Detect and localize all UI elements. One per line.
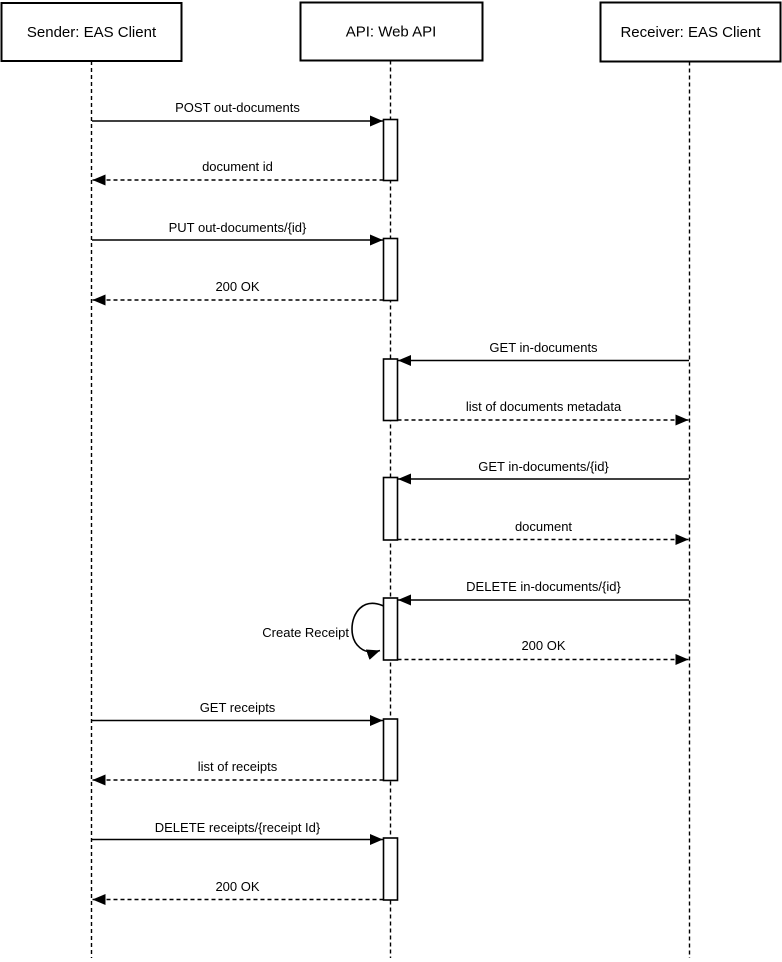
message-get-in-documents-id: GET in-documents/{id} (398, 459, 689, 485)
message-return-document-id: document id (92, 159, 384, 186)
message-label: document (515, 519, 572, 534)
activation-bar-4 (382, 476, 399, 541)
message-post-out-documents: POST out-documents (92, 100, 383, 127)
self-loop-arrow (351, 602, 384, 660)
message-return-list-of-documents-metadata: list of documents metadata (397, 399, 689, 426)
message-label: GET in-documents/{id} (478, 459, 609, 474)
message-label: DELETE in-documents/{id} (466, 579, 621, 594)
message-label: list of receipts (198, 759, 278, 774)
actor-receiver-label: Receiver: EAS Client (620, 24, 761, 41)
activation-bar-1 (382, 118, 399, 182)
activation-bar-3 (382, 358, 399, 422)
message-get-receipts: GET receipts (92, 700, 383, 726)
activation-bar-6 (382, 718, 399, 782)
message-return-list-of-receipts: list of receipts (92, 759, 384, 786)
actor-receiver: Receiver: EAS Client (599, 1, 782, 63)
actor-sender-box (0, 2, 183, 62)
message-delete-in-documents-id: DELETE in-documents/{id} (398, 579, 689, 606)
message-label: 200 OK (215, 279, 259, 294)
actor-sender-label: Sender: EAS Client (27, 24, 157, 41)
activation-bar-2 (382, 237, 399, 302)
message-self-create-receipt: Create Receipt (262, 602, 384, 660)
message-label: 200 OK (215, 879, 259, 894)
actor-api: API: Web API (299, 1, 484, 62)
message-label: list of documents metadata (466, 399, 622, 414)
activation-bar-7 (382, 837, 399, 901)
message-put-out-documents-id: PUT out-documents/{id} (92, 220, 383, 246)
message-return-document: document (397, 519, 689, 545)
message-label: POST out-documents (175, 100, 300, 115)
message-label: GET receipts (200, 700, 276, 715)
message-delete-receipts-receipt-id: DELETE receipts/{receipt Id} (92, 820, 383, 845)
actor-api-label: API: Web API (346, 24, 437, 41)
actor-sender: Sender: EAS Client (0, 2, 183, 62)
message-label: Create Receipt (262, 625, 349, 640)
message-label: GET in-documents (489, 340, 598, 355)
actor-receiver-box (599, 1, 782, 63)
activation-bar-5 (382, 597, 399, 661)
message-return-200-ok-3: 200 OK (92, 879, 384, 905)
message-get-in-documents: GET in-documents (398, 340, 689, 366)
message-label: DELETE receipts/{receipt Id} (155, 820, 321, 835)
message-return-200-ok-2: 200 OK (397, 638, 689, 665)
actor-api-box (299, 1, 484, 62)
message-label: 200 OK (521, 638, 565, 653)
message-label: document id (202, 159, 273, 174)
message-label: PUT out-documents/{id} (169, 220, 307, 235)
message-return-200-ok-1: 200 OK (92, 279, 384, 306)
